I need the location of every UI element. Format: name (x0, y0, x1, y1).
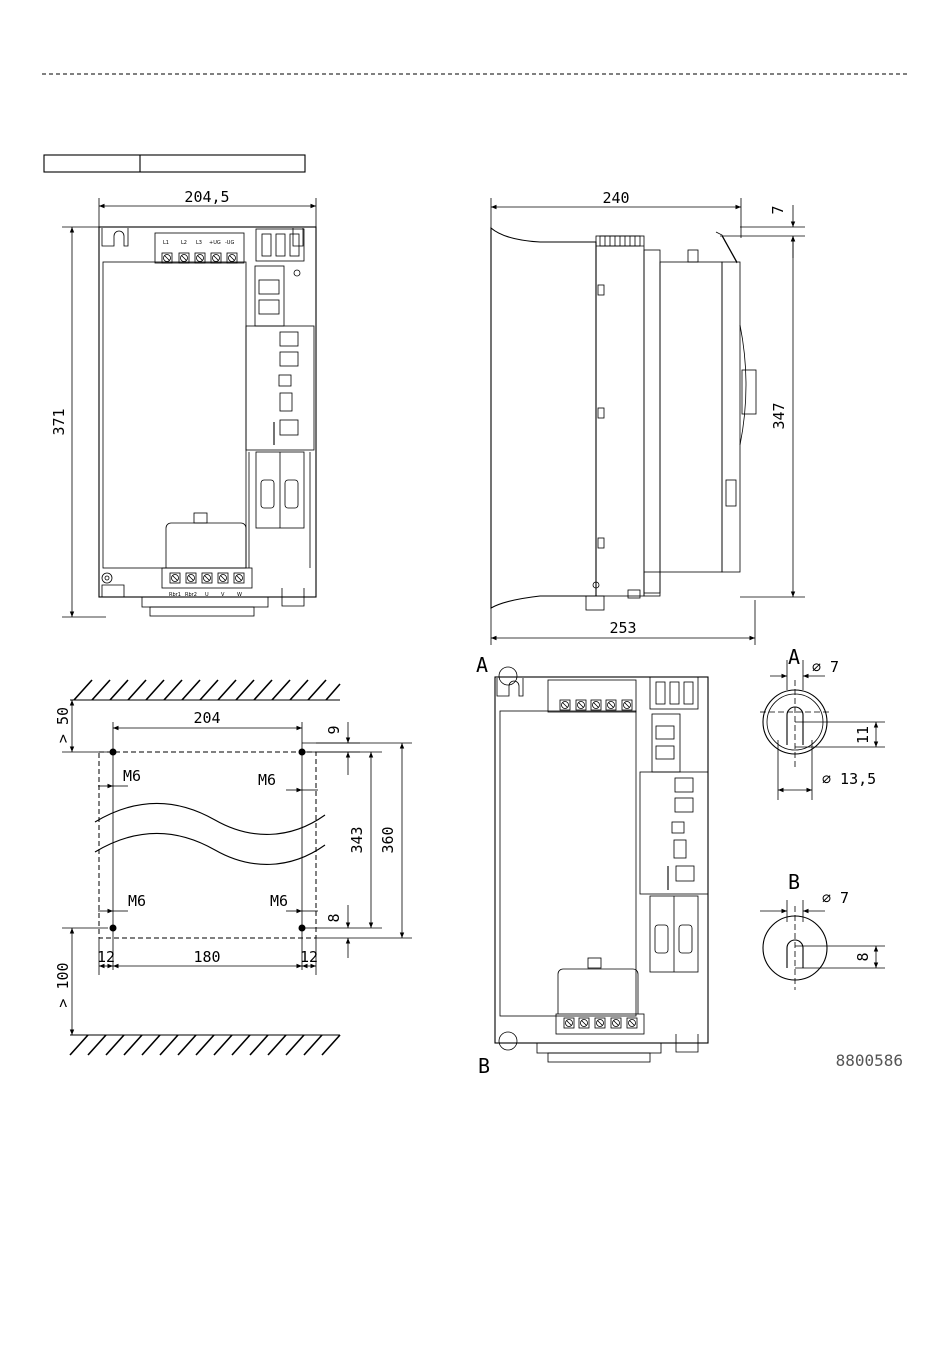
clearance-top: > 50 (54, 707, 72, 743)
terminal-plus-ug: +UG (209, 240, 221, 246)
bottom-terminal-screws (170, 573, 244, 583)
top-offset: 9 (325, 725, 343, 734)
bottom-offset: 8 (325, 913, 343, 922)
front-height-dimension: 371 (50, 408, 68, 435)
terminal-l1: L1 (163, 240, 169, 246)
top-terminal-labels: L1 L2 L3 +UG -UG (163, 240, 234, 246)
side-depth-top: 240 (602, 189, 629, 207)
marker-b: B (478, 1054, 490, 1078)
side-view: 240 7 347 253 (491, 189, 805, 645)
edge-right: 12 (300, 948, 318, 966)
detail-b-slot-length: 8 (854, 952, 872, 961)
mounting-pattern: > 50 204 9 M6 M6 M6 M6 (54, 680, 412, 1055)
top-terminal-screws (162, 253, 237, 263)
height-outer: 360 (379, 826, 397, 853)
marker-a: A (476, 653, 488, 677)
side-height-dimension: 347 (770, 402, 788, 429)
screw-label-bl: M6 (128, 892, 146, 910)
screw-label-tl: M6 (123, 767, 141, 785)
detail-a-slot-length: 11 (854, 726, 872, 744)
hole-spacing-top: 204 (193, 709, 220, 727)
detail-a-slot-diameter: ⌀ 7 (812, 658, 839, 676)
detail-b: B ⌀ 7 8 (760, 870, 885, 990)
clearance-bottom: > 100 (54, 962, 72, 1007)
detail-b-slot-diameter: ⌀ 7 (822, 889, 849, 907)
terminal-l2: L2 (181, 240, 187, 246)
screw-label-tr: M6 (258, 771, 276, 789)
front-width-dimension: 204,5 (184, 188, 229, 206)
front-view-markers: A B (476, 653, 708, 1078)
edge-left: 12 (97, 948, 115, 966)
hole-spacing-bottom: 180 (193, 948, 220, 966)
drawing-number: 8800586 (836, 1051, 903, 1070)
screw-label-br: M6 (270, 892, 288, 910)
detail-a-label: A (788, 645, 800, 669)
title-block (44, 155, 305, 172)
terminal-minus-ug: -UG (225, 240, 234, 246)
side-offset-dimension: 7 (769, 205, 787, 214)
detail-b-label: B (788, 870, 800, 894)
front-view: 204,5 371 L1 L2 L3 +UG -UG (50, 188, 316, 617)
detail-a: A ⌀ 7 11 ⌀ 13,5 (760, 645, 885, 800)
height-inner: 343 (348, 826, 366, 853)
side-depth-bottom: 253 (609, 619, 636, 637)
terminal-l3: L3 (196, 240, 202, 246)
detail-a-head-diameter: ⌀ 13,5 (822, 770, 876, 788)
